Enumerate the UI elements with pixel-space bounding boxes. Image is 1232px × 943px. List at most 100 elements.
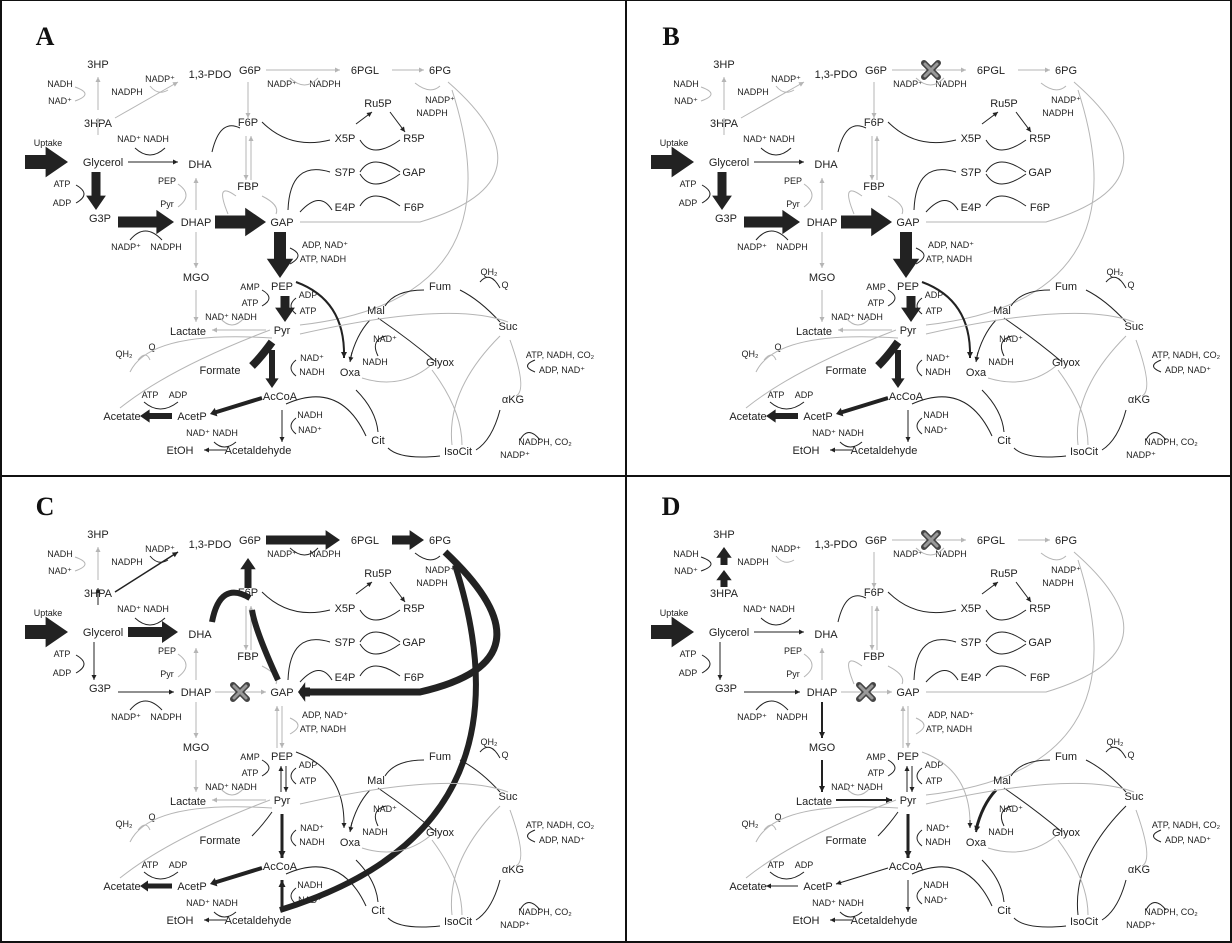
reaction-curve	[915, 77, 945, 86]
metabolite-mal: Mal	[367, 775, 385, 787]
reaction-curve	[839, 441, 863, 448]
cofactor-nadh: NADH	[362, 357, 388, 367]
reaction-curve	[839, 911, 863, 918]
cofactor-nadp: NADP⁺	[425, 565, 455, 575]
reaction-curve	[837, 595, 867, 623]
cofactor-nad: NAD⁺	[999, 804, 1023, 814]
metabolite-suc: Suc	[499, 791, 518, 803]
cofactor-nadph: NADPH	[776, 712, 808, 722]
reaction-curve	[289, 717, 299, 735]
arrowhead	[967, 823, 973, 828]
knockout-cross-fill	[858, 684, 874, 700]
reaction-curve	[763, 824, 777, 831]
metabolite-x5p: X5P	[335, 133, 356, 145]
reaction-curve	[279, 564, 479, 913]
cofactor-nadph: NADPH	[935, 79, 967, 89]
cofactor-nadph: NADPH	[776, 242, 808, 252]
arrowhead	[819, 786, 825, 792]
reaction-curve	[295, 751, 345, 827]
arrowhead	[819, 178, 825, 183]
reaction-curve	[925, 89, 1095, 326]
metabolite-isocit: IsoCit	[1070, 446, 1098, 458]
metabolite-fum: Fum	[429, 281, 451, 293]
cofactor-nad: NAD⁺	[926, 353, 950, 363]
arrowhead	[278, 766, 284, 771]
cofactor-nad: NAD⁺	[300, 353, 324, 363]
reaction-curve	[143, 871, 179, 880]
arrowhead	[193, 733, 199, 738]
metabolite-13pdo: 1,3-PDO	[815, 69, 858, 81]
reaction-curve	[475, 409, 501, 451]
arrowhead	[766, 883, 771, 889]
cofactor-atp: ATP	[768, 860, 785, 870]
cofactor-qh2: QH₂	[1107, 737, 1125, 747]
arrowhead	[245, 113, 251, 118]
metabolite-r5p: R5P	[1029, 603, 1050, 615]
metabolite-acetp: AcetP	[177, 881, 206, 893]
metabolite-s7p: S7P	[335, 167, 356, 179]
arrowhead	[204, 447, 209, 453]
cofactor-adp-nad: ADP, NAD⁺	[1165, 835, 1211, 845]
arrowhead	[341, 352, 347, 358]
cofactor-nad-nadh: NAD⁺ NADH	[186, 428, 238, 438]
reaction-curve	[219, 787, 245, 796]
metabolite-lactate: Lactate	[170, 796, 206, 808]
reaction-curve	[985, 173, 1027, 185]
reaction-curve	[361, 835, 431, 853]
reaction-curve	[74, 86, 86, 102]
metabolite-gap-ppp: GAP	[402, 637, 425, 649]
arrowhead	[278, 851, 286, 858]
cofactor-nadh: NADH	[362, 827, 388, 837]
reaction-curve	[377, 317, 437, 363]
reaction-curve	[1003, 787, 1063, 833]
metabolite-s7p: S7P	[961, 637, 982, 649]
arrowhead	[717, 675, 723, 680]
metabolite-gap: GAP	[270, 217, 293, 229]
reaction-curve	[925, 312, 1135, 335]
arrowhead	[95, 588, 101, 593]
cofactor-atp-nadh: ATP, NADH	[300, 254, 346, 264]
reaction-curve	[745, 799, 897, 879]
reaction-curve	[916, 887, 923, 905]
cofactor-amp: AMP	[866, 282, 886, 292]
reaction-curve	[1003, 317, 1063, 363]
reaction-curve	[177, 183, 187, 208]
reaction-curve	[509, 339, 522, 397]
metabolite-fbp: FBP	[237, 181, 258, 193]
arrowhead	[274, 706, 280, 711]
arrowhead	[721, 118, 727, 123]
metabolite-mgo: MGO	[809, 742, 836, 754]
cofactor-adp: ADP	[169, 860, 188, 870]
metabolite-g3p: G3P	[715, 683, 737, 695]
knockout-cross-fill	[923, 532, 939, 548]
metabolite-gap: GAP	[896, 687, 919, 699]
reaction-curve	[414, 552, 441, 561]
cofactor-nadh: NADH	[299, 367, 325, 377]
metabolite-oxa: Oxa	[340, 837, 361, 849]
reaction-curve	[149, 555, 169, 563]
metabolite-acetaldehyde: Acetaldehyde	[225, 915, 292, 927]
arrowhead	[830, 447, 835, 453]
arrowhead	[419, 67, 424, 73]
arrowhead	[819, 263, 825, 268]
flux-arrow	[716, 547, 732, 565]
cofactor-nadp: NADP⁺	[145, 74, 175, 84]
metabolite-cit: Cit	[371, 435, 384, 447]
metabolite-acetp: AcetP	[803, 881, 832, 893]
reaction-curve	[261, 591, 331, 614]
cofactor-nadph-co2: NADPH, CO₂	[518, 437, 572, 447]
reaction-curve	[985, 665, 1027, 677]
reaction-curve	[1057, 369, 1089, 446]
metabolite-g6p: G6P	[239, 535, 261, 547]
reaction-curve	[1010, 759, 1051, 777]
cofactor-nad-nadh: NAD⁺ NADH	[117, 134, 169, 144]
reaction-curve	[290, 297, 297, 315]
reaction-curve	[915, 717, 925, 735]
reaction-curve	[129, 336, 273, 373]
reaction-curve	[845, 317, 871, 326]
metabolite-formate: Formate	[200, 365, 241, 377]
metabolite-formate: Formate	[826, 835, 867, 847]
cofactor-nadh: NADH	[47, 549, 73, 559]
reaction-curve	[177, 653, 187, 678]
reaction-curve	[975, 319, 997, 361]
